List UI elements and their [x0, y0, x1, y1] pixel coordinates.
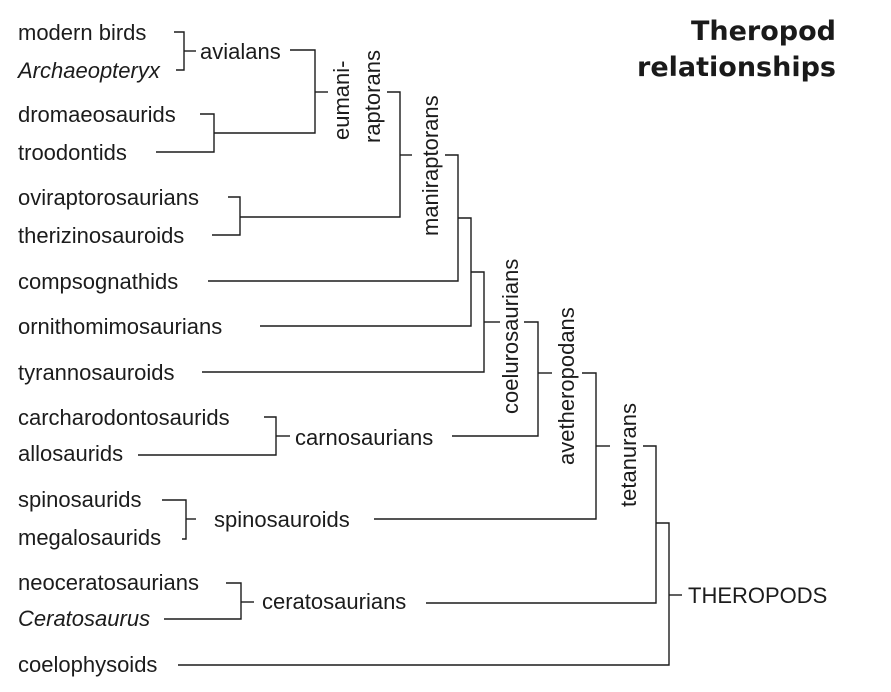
branch-spinosauroids — [162, 499, 196, 540]
taxon-carcharodontosaurids: carcharodontosaurids — [18, 405, 230, 430]
clade-carnosaurians: carnosaurians — [295, 425, 433, 450]
taxon-allosaurids: allosaurids — [18, 441, 123, 466]
branch-theropods-tetanurans — [426, 445, 657, 604]
branch-avetheropodans — [452, 321, 552, 437]
clade-coelurosaurians: coelurosaurians — [498, 259, 523, 414]
clade-eumaniraptorans-line1: eumani- — [329, 61, 354, 140]
taxon-megalosaurids: megalosaurids — [18, 525, 161, 550]
branch-avialans — [174, 31, 196, 71]
taxon-therizinosauroids: therizinosauroids — [18, 223, 184, 248]
taxon-dromaeosaurids: dromaeosaurids — [18, 102, 176, 127]
branch-tetanurans — [374, 372, 610, 520]
branch-theropods-root — [178, 522, 682, 666]
taxon-ornithomimosaurians: ornithomimosaurians — [18, 314, 222, 339]
clade-ceratosaurians: ceratosaurians — [262, 589, 406, 614]
clade-spinosauroids: spinosauroids — [214, 507, 350, 532]
taxon-ceratosaurus: Ceratosaurus — [18, 606, 150, 631]
taxon-oviraptorosaurians: oviraptorosaurians — [18, 185, 199, 210]
figure-title: Theropod relationships — [637, 14, 836, 86]
branch-coelurosaurians — [202, 271, 500, 373]
branch-maniraptorans — [240, 91, 412, 218]
title-line-2: relationships — [637, 52, 836, 83]
taxon-archaeopteryx: Archaeopteryx — [16, 58, 161, 83]
taxon-coelophysoids: coelophysoids — [18, 652, 157, 677]
taxon-modern-birds: modern birds — [18, 20, 146, 45]
taxon-spinosaurids: spinosaurids — [18, 487, 142, 512]
title-line-1: Theropod — [690, 16, 836, 47]
taxon-tyrannosauroids: tyrannosauroids — [18, 360, 175, 385]
taxon-compsognathids: compsognathids — [18, 269, 178, 294]
clade-eumaniraptorans-line2: raptorans — [360, 50, 385, 143]
clade-theropods: THEROPODS — [688, 583, 827, 608]
branch-eumaniraptorans — [214, 49, 328, 134]
taxon-neoceratosaurians: neoceratosaurians — [18, 570, 199, 595]
clade-tetanurans: tetanurans — [616, 403, 641, 507]
clade-avetheropodans: avetheropodans — [554, 307, 579, 465]
branch-ovirap-theriz — [212, 196, 241, 236]
branch-ceratosaurians — [164, 582, 254, 620]
clade-maniraptorans: maniraptorans — [418, 95, 443, 236]
taxon-troodontids: troodontids — [18, 140, 127, 165]
clade-avialans: avialans — [200, 39, 281, 64]
branch-carnosaurians — [138, 416, 290, 456]
